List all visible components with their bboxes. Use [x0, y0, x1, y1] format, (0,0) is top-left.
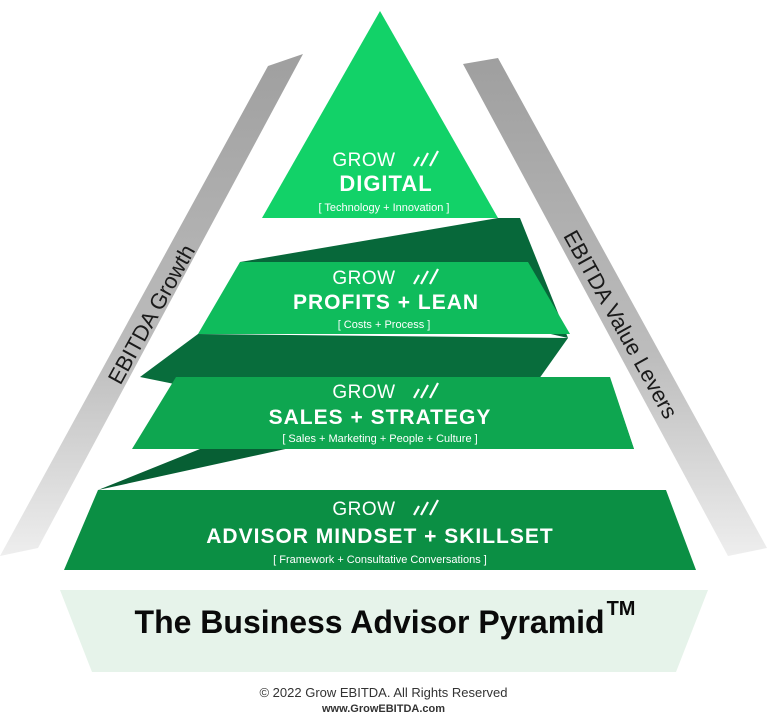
- tier-title-1: DIGITAL: [339, 171, 432, 196]
- right-frame-band: [463, 58, 767, 556]
- tier-digital-shape: [262, 11, 498, 218]
- grow-slash-icon: [413, 150, 439, 167]
- banner-background: [60, 590, 708, 672]
- grow-slash-icon: [413, 268, 439, 285]
- tier-sales: GROW SALES + STRATEGY [ Sales + Marketin…: [269, 382, 492, 445]
- tier-advisor-shape: [64, 490, 696, 570]
- grow-brand-4: GROW: [332, 499, 395, 520]
- left-frame-band: [0, 54, 303, 556]
- pyramid-title-text: The Business Advisor Pyramid: [134, 604, 605, 640]
- tier-profits-shape: [198, 262, 570, 334]
- grow-slash-icon: [413, 382, 439, 399]
- grow-slash-icon: [413, 499, 439, 516]
- website-link[interactable]: www.GrowEBITDA.com: [321, 703, 446, 715]
- tier-subtitle-2: [ Costs + Process ]: [338, 319, 431, 331]
- trademark-symbol: TM: [606, 598, 636, 620]
- copyright-text: © 2022 Grow EBITDA. All Rights Reserved: [259, 685, 508, 700]
- tier-subtitle-3: [ Sales + Marketing + People + Culture ]: [282, 433, 477, 445]
- grow-brand-3: GROW: [332, 382, 395, 403]
- grow-brand-2: GROW: [332, 268, 395, 289]
- tier-advisor: GROW ADVISOR MINDSET + SKILLSET [ Framew…: [206, 499, 553, 566]
- tier-profits: GROW PROFITS + LEAN [ Costs + Process ]: [293, 268, 479, 331]
- tier-subtitle-1: [ Technology + Innovation ]: [319, 202, 450, 214]
- tier-digital: GROW DIGITAL [ Technology + Innovation ]: [319, 150, 450, 214]
- tier-title-4: ADVISOR MINDSET + SKILLSET: [206, 525, 553, 548]
- tier-sales-shape: [132, 377, 634, 449]
- tier-subtitle-4: [ Framework + Consultative Conversations…: [273, 554, 487, 566]
- grow-brand-1: GROW: [332, 150, 395, 171]
- tier-title-2: PROFITS + LEAN: [293, 291, 479, 314]
- tier-title-3: SALES + STRATEGY: [269, 406, 492, 429]
